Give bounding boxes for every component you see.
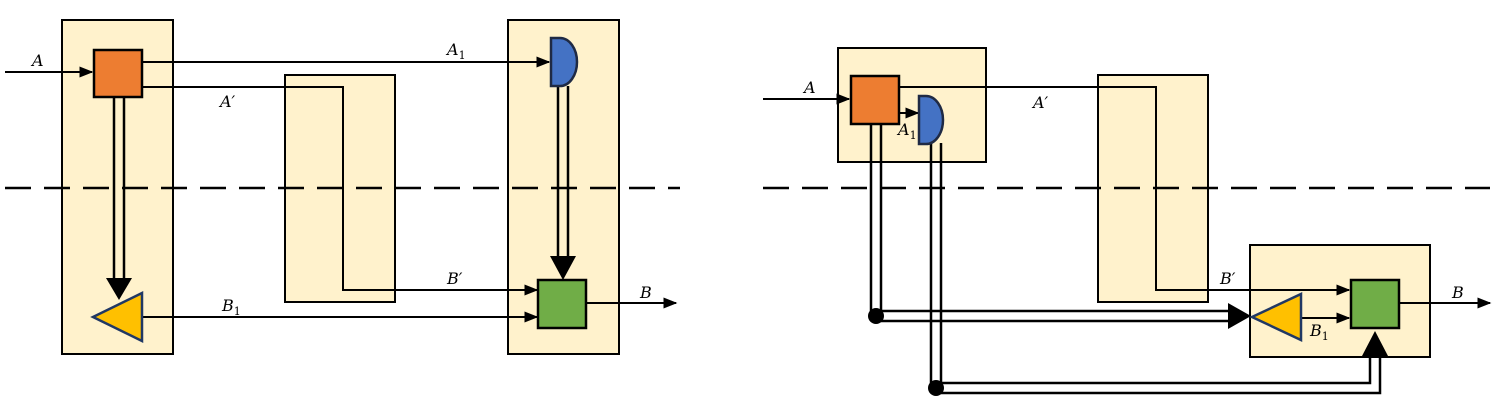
left-label-A: A <box>30 51 44 70</box>
right-yellow-triangle <box>1249 292 1303 342</box>
right-double-arrowhead-2 <box>1362 331 1388 356</box>
left-orange-square <box>92 48 144 99</box>
right-label-B: B <box>1451 283 1464 302</box>
left-double-arrowhead <box>106 278 132 300</box>
right-label-Bprime: B′ <box>1219 269 1236 288</box>
right-double-arrowhead-1 <box>1228 303 1251 329</box>
left-Aprime-path <box>143 86 539 296</box>
right-label-Aprime: A′ <box>1031 93 1049 112</box>
right-label-A: A <box>802 78 816 97</box>
left-label-A1: A1 <box>445 40 466 62</box>
right-receiver-box <box>1249 244 1431 358</box>
right-Aprime-path <box>899 86 1351 296</box>
left-label-Aprime: A′ <box>218 92 236 111</box>
right-orange-square <box>849 74 901 126</box>
left-diagram: A A1 A′ B′ B1 B <box>5 19 680 355</box>
left-label-B1: B1 <box>221 296 241 318</box>
right-label-B1: B1 <box>1309 321 1329 343</box>
right-blue-halfcircle <box>917 94 945 146</box>
right-green-square <box>1349 278 1401 330</box>
left-label-Bprime: B′ <box>446 269 463 288</box>
left-double-arrowhead-2 <box>550 256 576 280</box>
right-double-path-2a <box>929 143 1372 385</box>
left-yellow-triangle <box>90 290 144 344</box>
right-junction-dot-1 <box>868 308 884 324</box>
left-green-square <box>536 278 588 330</box>
right-diagram: A A1 A′ B′ B1 B <box>763 47 1492 396</box>
left-blue-halfcircle <box>549 36 579 88</box>
right-junction-dot-2 <box>928 380 944 396</box>
right-double-path-2b <box>939 143 1382 395</box>
left-label-B: B <box>639 283 652 302</box>
